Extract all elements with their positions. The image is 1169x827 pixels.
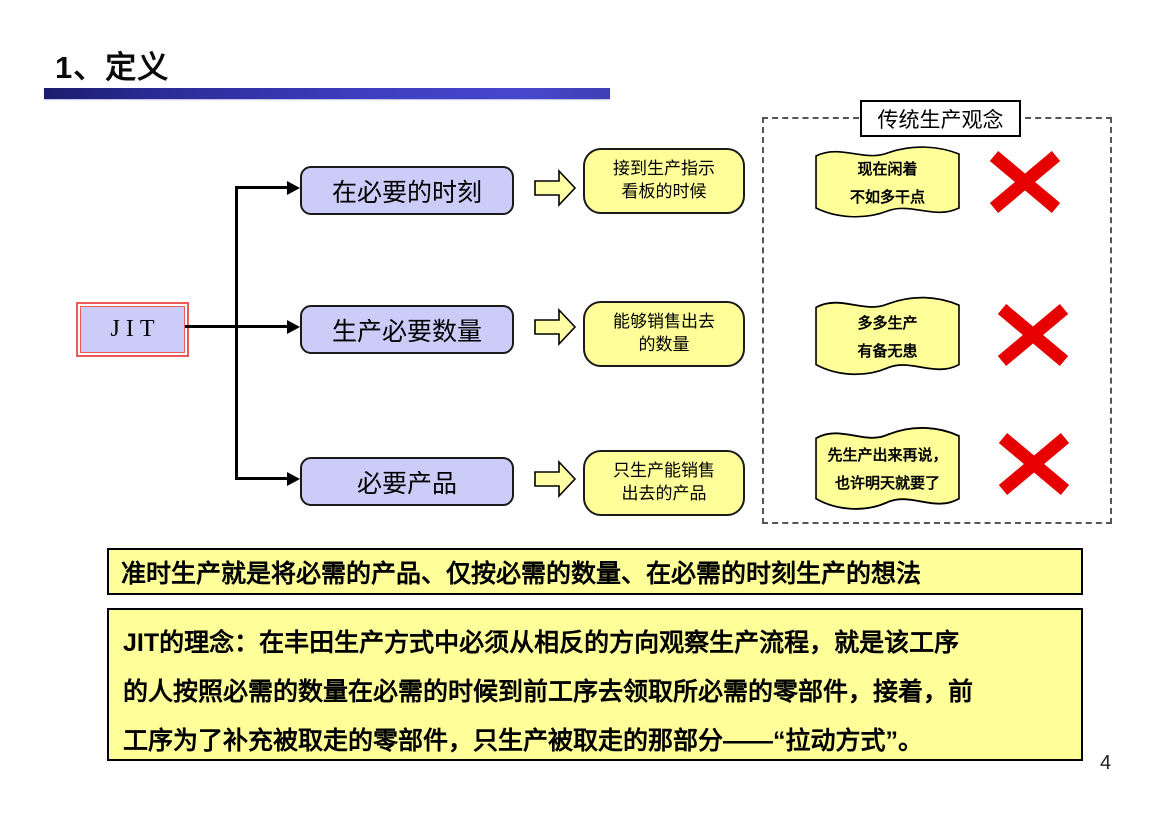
branch-vline <box>235 186 238 480</box>
flag-line: 先生产出来再说， <box>827 447 948 464</box>
explain-box-time: 接到生产指示 看板的时候 <box>583 148 745 214</box>
explain-line: 的数量 <box>638 335 690 354</box>
concept-line-3: 工序为了补充被取走的零部件，只生产被取走的那部分——“拉动方式”。 <box>123 727 924 755</box>
title-underline-bar <box>44 88 610 99</box>
jit-connector-hline <box>185 325 237 328</box>
page-number: 4 <box>1100 752 1112 774</box>
flag-line: 有备无患 <box>857 342 918 360</box>
traditional-item-2: 多多生产 有备无患 <box>812 292 963 380</box>
explain-box-quantity: 能够销售出去 的数量 <box>583 301 745 367</box>
reject-x-icon <box>989 151 1061 213</box>
explain-line: 看板的时候 <box>621 182 707 201</box>
explain-box-product: 只生产能销售 出去的产品 <box>583 450 745 516</box>
arrowhead-icon-row3 <box>287 472 300 486</box>
branch-line-row1 <box>236 186 288 189</box>
traditional-item-3: 先生产出来再说， 也许明天就要了 <box>812 422 963 515</box>
summary-text: 准时生产就是将必需的产品、仅按必需的数量、在必需的时刻生产的想法 <box>121 559 922 588</box>
block-arrow-icon <box>534 459 577 499</box>
flag-line: 也许明天就要了 <box>834 475 940 492</box>
explain-line: 出去的产品 <box>621 484 707 503</box>
need-box-product: 必要产品 <box>300 457 514 506</box>
wave-flag-shape <box>815 296 960 376</box>
wave-flag-shape <box>815 146 960 218</box>
page-title: 1、定义 <box>55 50 170 85</box>
flag-line: 多多生产 <box>857 314 918 332</box>
block-arrow-icon <box>534 307 577 347</box>
arrowhead-icon-row2 <box>287 320 300 334</box>
flag-line: 不如多干点 <box>849 188 925 206</box>
arrowhead-icon-row1 <box>287 181 300 195</box>
explain-line: 只生产能销售 <box>613 461 715 481</box>
concept-line-1: JIT的理念：在丰田生产方式中必须从相反的方向观察生产流程，就是该工序 <box>123 629 960 657</box>
reject-x-icon <box>997 304 1069 366</box>
wave-flag-shape <box>815 426 960 510</box>
block-arrow-icon <box>534 168 577 208</box>
jit-label: JIT <box>80 306 185 353</box>
traditional-item-1: 现在闲着 不如多干点 <box>812 142 963 222</box>
jit-box: JIT <box>76 302 189 357</box>
traditional-concepts-header: 传统生产观念 <box>860 100 1021 137</box>
need-box-quantity: 生产必要数量 <box>300 305 514 354</box>
need-box-time: 在必要的时刻 <box>300 166 514 215</box>
reject-x-icon <box>998 433 1070 495</box>
flag-line: 现在闲着 <box>857 160 918 178</box>
explain-line: 接到生产指示 <box>613 159 715 179</box>
jit-concept-box: JIT的理念：在丰田生产方式中必须从相反的方向观察生产流程，就是该工序 的人按照… <box>107 608 1083 761</box>
explain-line: 能够销售出去 <box>613 312 715 332</box>
branch-line-row3 <box>236 477 288 480</box>
branch-line-row2 <box>236 325 288 328</box>
summary-statement-box: 准时生产就是将必需的产品、仅按必需的数量、在必需的时刻生产的想法 <box>107 548 1083 595</box>
concept-line-2: 的人按照必需的数量在必需的时候到前工序去领取所必需的零部件，接着，前 <box>123 678 974 706</box>
